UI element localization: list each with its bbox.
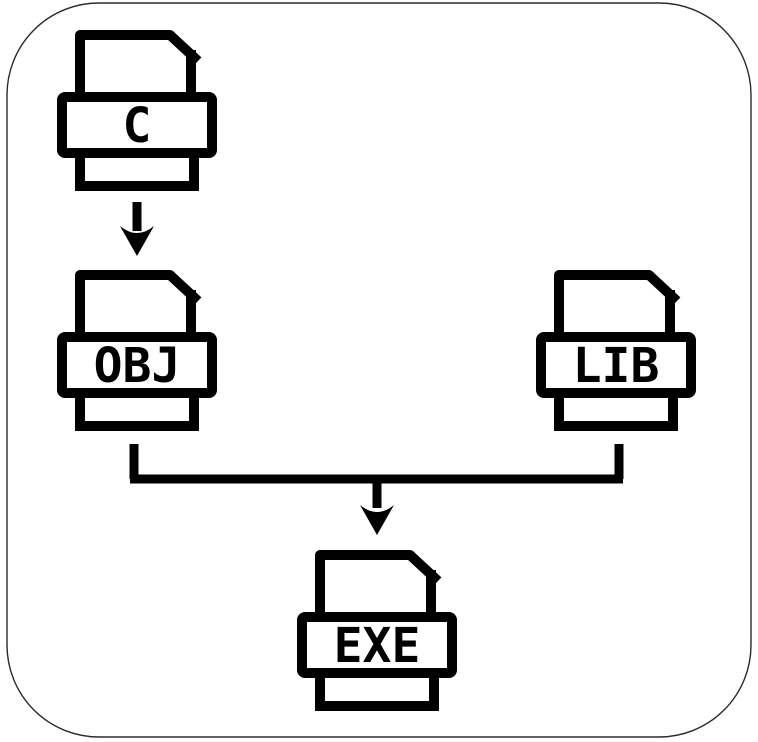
file-label-obj: OBJ <box>94 338 181 394</box>
bracket-lines <box>129 444 624 484</box>
bracket-connector <box>129 444 624 535</box>
file-label-exe: EXE <box>334 618 421 674</box>
label-banner <box>57 92 217 158</box>
rounded-border <box>6 2 752 738</box>
label-banner <box>297 612 457 678</box>
file-icon-lib: LIB <box>536 270 696 431</box>
file-icon-obj: OBJ <box>57 270 217 431</box>
arrow-c-to-obj <box>120 202 154 256</box>
file-label-lib: LIB <box>573 338 660 394</box>
label-banner <box>536 332 696 398</box>
file-icon-exe: EXE <box>297 550 457 711</box>
arrowhead-down-icon <box>120 226 154 256</box>
document-outline <box>75 30 202 120</box>
file-label-c: C <box>123 98 152 154</box>
label-banner <box>57 332 217 398</box>
arrowhead-down-icon <box>360 505 394 535</box>
document-outline <box>75 270 202 360</box>
file-icon-c: C <box>57 30 217 191</box>
document-outline <box>554 270 681 360</box>
document-outline <box>315 550 442 640</box>
